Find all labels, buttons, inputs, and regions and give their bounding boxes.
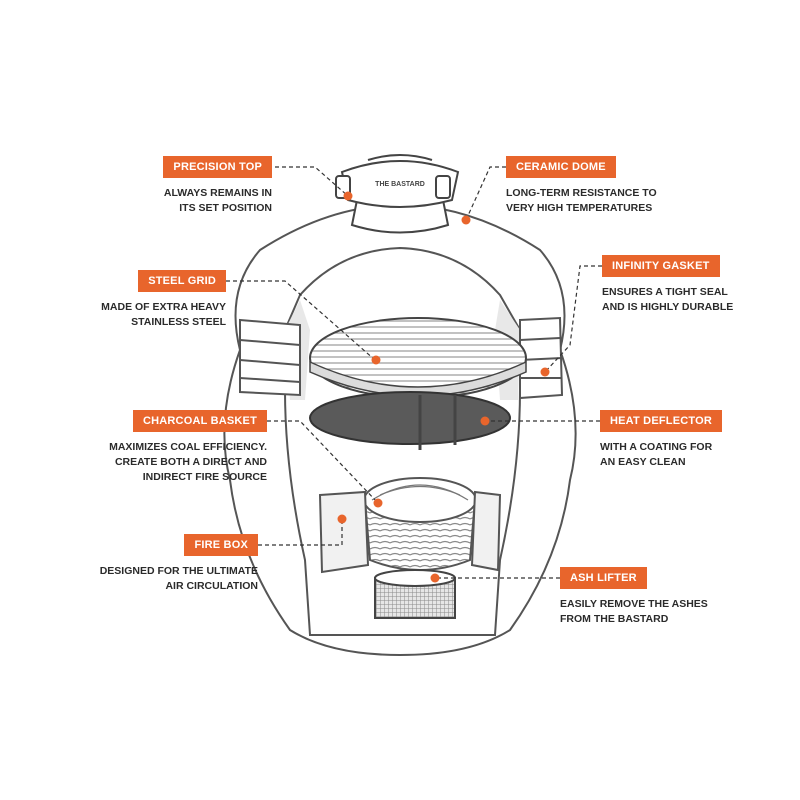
label-charcoal-basket: CHARCOAL BASKET [132,410,267,432]
label-heat-deflector: HEAT DEFLECTOR [600,410,723,432]
label-infinity-gasket: INFINITY GASKET [602,255,720,277]
label-ceramic-dome: CERAMIC DOME [506,156,616,178]
callout-charcoal-basket: CHARCOAL BASKET MAXIMIZES COAL EFFICIENC… [109,410,267,485]
dot-ash-lifter [430,573,440,583]
label-fire-box: FIRE BOX [184,534,258,556]
dot-charcoal-basket [373,498,383,508]
dot-precision-top [343,191,353,201]
leader-lines [226,166,602,579]
label-steel-grid: STEEL GRID [138,270,226,292]
label-precision-top: PRECISION TOP [163,156,272,178]
target-dots [337,191,550,583]
dot-ceramic-dome [461,215,471,225]
dot-steel-grid [371,355,381,365]
dot-heat-deflector [480,416,490,426]
dot-fire-box [337,514,347,524]
lid-text: THE BASTARD [375,181,425,188]
gasket-bands [239,316,564,400]
dot-infinity-gasket [540,367,550,377]
heat-deflector [309,391,511,450]
ash-lifter [374,569,456,619]
label-ash-lifter: ASH LIFTER [560,567,647,589]
desc-charcoal-basket: MAXIMIZES COAL EFFICIENCY.CREATE BOTH A … [109,441,267,483]
steel-grid [309,317,527,399]
precision-top-cap [335,154,460,234]
fire-box [318,490,502,574]
charcoal-basket [363,477,477,571]
